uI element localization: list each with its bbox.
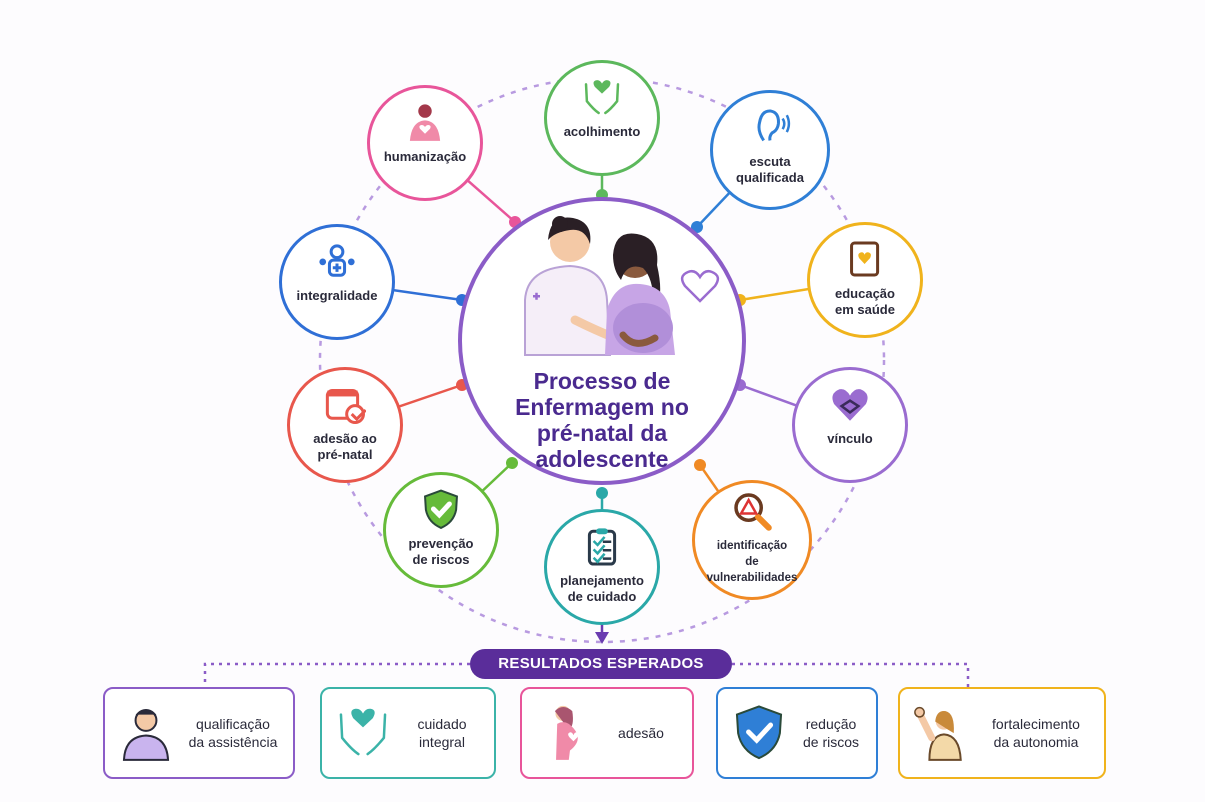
magnifier-warning-icon bbox=[731, 490, 773, 537]
nurse-and-pregnant-teen-illustration bbox=[524, 216, 675, 356]
result-card-label-line: da assistência bbox=[188, 734, 278, 750]
result-card-label-adesao: adesão bbox=[594, 724, 688, 742]
node-label-line: identificação bbox=[716, 540, 788, 552]
node-label-line: vínculo bbox=[827, 431, 873, 446]
nurse-icon bbox=[117, 703, 175, 766]
people-cross-icon bbox=[316, 240, 358, 287]
result-card-label-line: cuidado bbox=[417, 716, 467, 732]
spoke-dot-identificacao bbox=[694, 459, 706, 471]
arrow-down-icon bbox=[595, 632, 609, 644]
result-card-label-line: da autonomia bbox=[993, 734, 1079, 750]
node-educacao bbox=[807, 222, 923, 338]
person-heart-icon bbox=[404, 101, 446, 148]
outer-ring bbox=[318, 76, 886, 644]
node-label-humanizacao: humanização bbox=[355, 149, 495, 165]
hub-title: Processo de Enfermagem no pré-natal da a… bbox=[515, 368, 689, 472]
spoke-dot-prevencao bbox=[506, 457, 518, 469]
node-vinculo bbox=[792, 367, 908, 483]
node-label-line: de bbox=[745, 556, 759, 568]
heart-outline-icon bbox=[680, 269, 720, 303]
node-label-line: vulnerabilidades bbox=[706, 572, 798, 584]
node-planejamento bbox=[544, 509, 660, 625]
node-label-acolhimento: acolhimento bbox=[532, 124, 672, 140]
node-adesao bbox=[287, 367, 403, 483]
node-label-line: educação bbox=[835, 286, 895, 301]
node-label-line: escuta bbox=[749, 154, 791, 169]
pregnant-woman-icon bbox=[534, 703, 592, 766]
raised-fist-woman-icon bbox=[912, 703, 970, 766]
result-card-label-line: de riscos bbox=[802, 734, 860, 750]
node-label-line: adesão ao bbox=[313, 431, 377, 446]
result-card-adesao bbox=[520, 687, 694, 779]
result-card-label-fortalecimento: fortalecimento da autonomia bbox=[972, 715, 1100, 751]
result-card-label-cuidado: cuidado integral bbox=[394, 715, 490, 751]
results-title: RESULTADOS ESPERADOS bbox=[470, 649, 732, 679]
node-label-identificacao: identificação de vulnerabilidades bbox=[682, 538, 822, 586]
result-card-label-qualificacao: qualificação da assistência bbox=[177, 715, 289, 751]
node-label-line: humanização bbox=[383, 149, 467, 164]
result-card-label-reducao: redução de riscos bbox=[790, 715, 872, 751]
node-label-line: planejamento bbox=[560, 573, 644, 588]
node-identificacao bbox=[692, 480, 812, 600]
result-card-qualificacao bbox=[103, 687, 295, 779]
node-label-line: pré-natal bbox=[317, 447, 373, 462]
node-label-line: integralidade bbox=[296, 288, 378, 303]
result-card-cuidado bbox=[320, 687, 496, 779]
ear-icon bbox=[749, 106, 791, 153]
hands-heart-icon bbox=[581, 76, 623, 123]
node-label-line: em saúde bbox=[835, 302, 895, 317]
node-label-line: qualificada bbox=[736, 170, 804, 185]
node-label-line: de cuidado bbox=[567, 589, 637, 604]
spoke-dot-planejamento bbox=[596, 487, 608, 499]
result-card-label-line: fortalecimento bbox=[992, 716, 1080, 732]
calendar-check-icon bbox=[324, 383, 367, 430]
shield-check-icon bbox=[730, 703, 788, 766]
node-label-line: prevenção bbox=[408, 536, 474, 551]
book-heart-icon bbox=[844, 238, 886, 285]
clipboard-checklist-icon bbox=[581, 525, 623, 572]
node-label-line: acolhimento bbox=[563, 124, 641, 139]
shield-check-icon bbox=[420, 488, 462, 535]
result-card-label-line: adesão bbox=[618, 725, 664, 741]
hands-heart-icon bbox=[334, 703, 392, 766]
node-integralidade bbox=[279, 224, 395, 340]
node-label-integralidade: integralidade bbox=[267, 288, 407, 304]
node-humanizacao bbox=[367, 85, 483, 201]
result-card-label-line: integral bbox=[419, 734, 465, 750]
node-acolhimento bbox=[544, 60, 660, 176]
result-card-label-line: redução bbox=[805, 716, 857, 732]
result-card-label-line: qualificação bbox=[196, 716, 270, 732]
handshake-heart-icon bbox=[829, 383, 871, 430]
node-label-vinculo: vínculo bbox=[780, 431, 920, 447]
node-label-line: de riscos bbox=[412, 552, 470, 567]
